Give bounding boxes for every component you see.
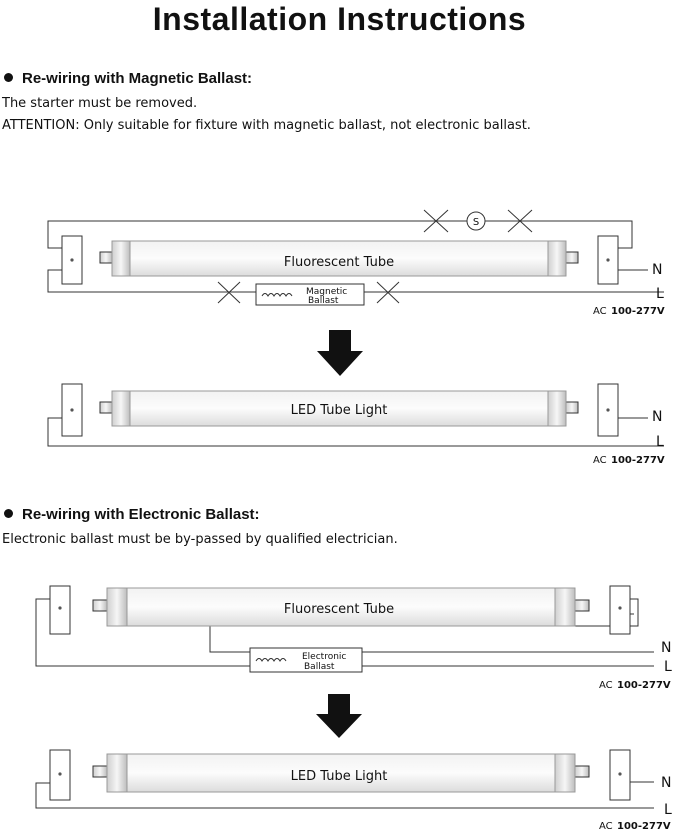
tube-end-cap <box>554 753 576 793</box>
voltage-value: 100-277V <box>611 306 665 317</box>
tube-body <box>111 240 567 277</box>
tube-end-cap <box>111 390 131 427</box>
tube-pin <box>565 251 579 264</box>
diagram-magnetic-before <box>47 209 664 306</box>
x-mark-icon <box>376 281 400 304</box>
tube-body <box>111 390 567 427</box>
tube-pin <box>92 765 108 778</box>
magnetic-ballast-box <box>255 283 365 306</box>
down-arrow-icon <box>316 694 362 738</box>
section-heading-electronic: Re-wiring with Electronic Ballast: <box>4 506 260 524</box>
voltage-prefix: AC <box>599 821 613 832</box>
magnetic-attention-note: ATTENTION: Only suitable for fixture wit… <box>2 118 531 133</box>
neutral-label: N <box>652 262 662 278</box>
ballast-label-1: Magnetic <box>306 287 347 297</box>
tube-label: LED Tube Light <box>291 769 388 784</box>
neutral-label: N <box>661 640 671 656</box>
tube-pin <box>92 599 108 612</box>
ballast-coil-icon <box>255 658 287 662</box>
heading-text: Re-wiring with Electronic Ballast: <box>22 506 260 523</box>
tube-end-cap <box>106 753 128 793</box>
wire-live <box>35 782 654 809</box>
tube-label: Fluorescent Tube <box>284 255 394 270</box>
ballast-label-1: Electronic <box>302 652 346 662</box>
live-label: L <box>656 434 664 450</box>
tube-end-cap <box>106 587 128 627</box>
diagram-magnetic-after <box>47 383 664 447</box>
magnetic-instruction-1: The starter must be removed. <box>2 96 198 111</box>
tube-end-cap <box>111 240 131 277</box>
electronic-instruction-1: Electronic ballast must be by-passed by … <box>2 532 398 547</box>
diagram-electronic-after <box>35 749 654 809</box>
live-label: L <box>656 286 664 302</box>
x-mark-icon <box>217 281 241 304</box>
tube-pin <box>574 599 590 612</box>
tube-label: LED Tube Light <box>291 403 388 418</box>
neutral-label: N <box>661 775 671 791</box>
heading-text: Re-wiring with Magnetic Ballast: <box>22 70 253 87</box>
tube-pin <box>99 251 113 264</box>
x-mark-icon <box>423 209 449 233</box>
tube-pin <box>565 401 579 414</box>
tube-end-cap <box>547 240 567 277</box>
wire-starter-loop <box>47 220 633 249</box>
bullet-icon <box>4 73 13 82</box>
ballast-coil-icon <box>261 293 293 297</box>
wire-live <box>47 417 664 447</box>
tube-body <box>106 587 576 627</box>
neutral-label: N <box>652 409 662 425</box>
lamp-holder-icon <box>609 585 631 635</box>
voltage-value: 100-277V <box>617 680 671 691</box>
down-arrow-icon <box>317 330 363 376</box>
tube-body <box>106 753 576 793</box>
page-title: Installation Instructions <box>152 1 527 37</box>
wire-to-ballast-left <box>35 598 250 667</box>
voltage-value: 100-277V <box>617 821 671 832</box>
tube-label: Fluorescent Tube <box>284 602 394 617</box>
live-label: L <box>664 802 672 818</box>
section-heading-magnetic: Re-wiring with Magnetic Ballast: <box>4 70 252 88</box>
ballast-label-2: Ballast <box>308 296 339 306</box>
starter-icon <box>466 211 486 231</box>
voltage-prefix: AC <box>593 455 607 466</box>
starter-symbol: S <box>473 217 479 228</box>
voltage-prefix: AC <box>593 306 607 317</box>
diagram-electronic-before <box>35 585 654 673</box>
ballast-label-2: Ballast <box>304 662 335 672</box>
tube-end-cap <box>554 587 576 627</box>
live-label: L <box>664 659 672 675</box>
x-mark-icon <box>507 209 533 233</box>
tube-pin <box>574 765 590 778</box>
voltage-prefix: AC <box>599 680 613 691</box>
bullet-icon <box>4 509 13 518</box>
tube-end-cap <box>547 390 567 427</box>
voltage-value: 100-277V <box>611 455 665 466</box>
tube-pin <box>99 401 113 414</box>
lamp-holder-icon <box>49 585 71 635</box>
